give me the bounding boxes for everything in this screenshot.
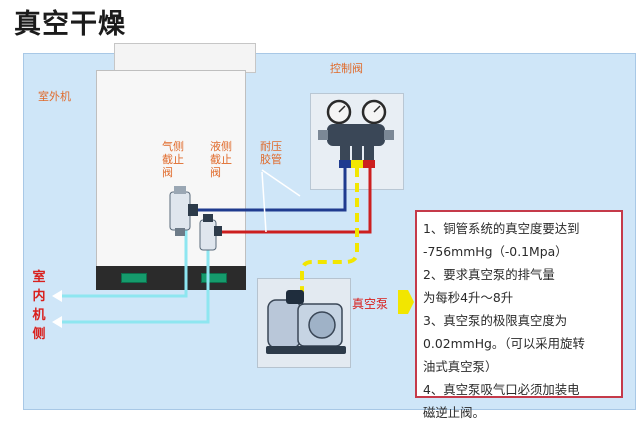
- indoor-gas-line: [60, 228, 188, 298]
- note-line: 磁逆止阀。: [423, 405, 485, 420]
- outdoor-unit-vent-left: [121, 273, 147, 283]
- note-line: 1、铜管系统的真空度要达到: [423, 221, 580, 236]
- liquid-valve-label: 液侧截止阀: [210, 140, 232, 179]
- gas-valve-label: 气侧截止阀: [162, 140, 184, 179]
- hose-pointer-line: [261, 169, 301, 197]
- liquid-service-valve-icon: [199, 214, 222, 251]
- gas-service-valve-icon: [169, 186, 198, 236]
- note-line: 4、真空泵吸气口必须加装电: [423, 382, 580, 397]
- control-valve-label: 控制阀: [330, 62, 363, 75]
- indoor-side-label: 室内 机侧: [32, 270, 46, 342]
- vacuum-pump-label: 真空泵: [352, 297, 389, 311]
- notes-pointer-arrow-icon: [398, 290, 414, 314]
- note-line: 0.02mmHg。（可以采用旋转: [423, 336, 585, 351]
- note-line: 3、真空泵的极限真空度为: [423, 313, 568, 328]
- manifold-gauge-icon: [318, 99, 394, 168]
- note-line: 为每秒4升～8升: [423, 290, 514, 305]
- indoor-liquid-line: [60, 248, 210, 324]
- hose-label: 耐压胶管: [260, 140, 282, 166]
- hose-pointer-line-2: [261, 171, 267, 233]
- note-line: 2、要求真空泵的排气量: [423, 267, 555, 282]
- notes-box: 1、铜管系统的真空度要达到 -756mmHg（-0.1Mpa） 2、要求真空泵的…: [415, 210, 623, 420]
- outdoor-unit-label: 室外机: [38, 90, 71, 103]
- note-line: 油式真空泵）: [423, 359, 498, 374]
- indoor-liquid-arrow-icon: [52, 316, 62, 328]
- outdoor-unit-vent-right: [201, 273, 227, 283]
- red-hose: [214, 168, 372, 234]
- vacuum-pump-icon: [266, 290, 346, 354]
- indoor-gas-arrow-icon: [52, 290, 62, 302]
- vacuum-line: [300, 168, 359, 292]
- blue-hose: [194, 168, 347, 212]
- page-title: 真空干燥: [14, 9, 126, 40]
- outdoor-unit: [96, 70, 246, 272]
- note-line: -756mmHg（-0.1Mpa）: [423, 244, 568, 259]
